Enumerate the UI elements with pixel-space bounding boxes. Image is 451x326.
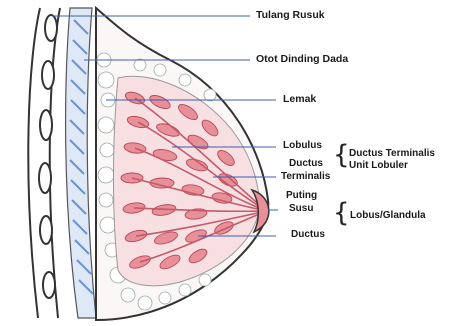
label-otot-dinding-dada: Otot Dinding Dada [256, 54, 348, 65]
label-dtlu-line2: Unit Lobuler [349, 160, 408, 171]
label-ductus-terminalis-1: Ductus [289, 158, 323, 169]
label-ductus: Ductus [291, 229, 325, 240]
label-ductus-terminalis-2: Terminalis [281, 171, 330, 182]
label-lemak: Lemak [283, 94, 316, 105]
label-puting-2: Susu [289, 203, 313, 214]
label-tulang-rusuk: Tulang Rusuk [256, 10, 325, 21]
label-lobulus: Lobulus [283, 140, 322, 151]
label-lobus-glandula: Lobus/Glandula [350, 210, 426, 221]
chest-wall-muscle [66, 8, 96, 318]
brace-lobus: { [333, 200, 350, 226]
label-dtlu-line1: Ductus Terminalis [349, 148, 435, 159]
brace-dtlu: { [333, 142, 350, 168]
label-puting-1: Puting [286, 190, 317, 201]
